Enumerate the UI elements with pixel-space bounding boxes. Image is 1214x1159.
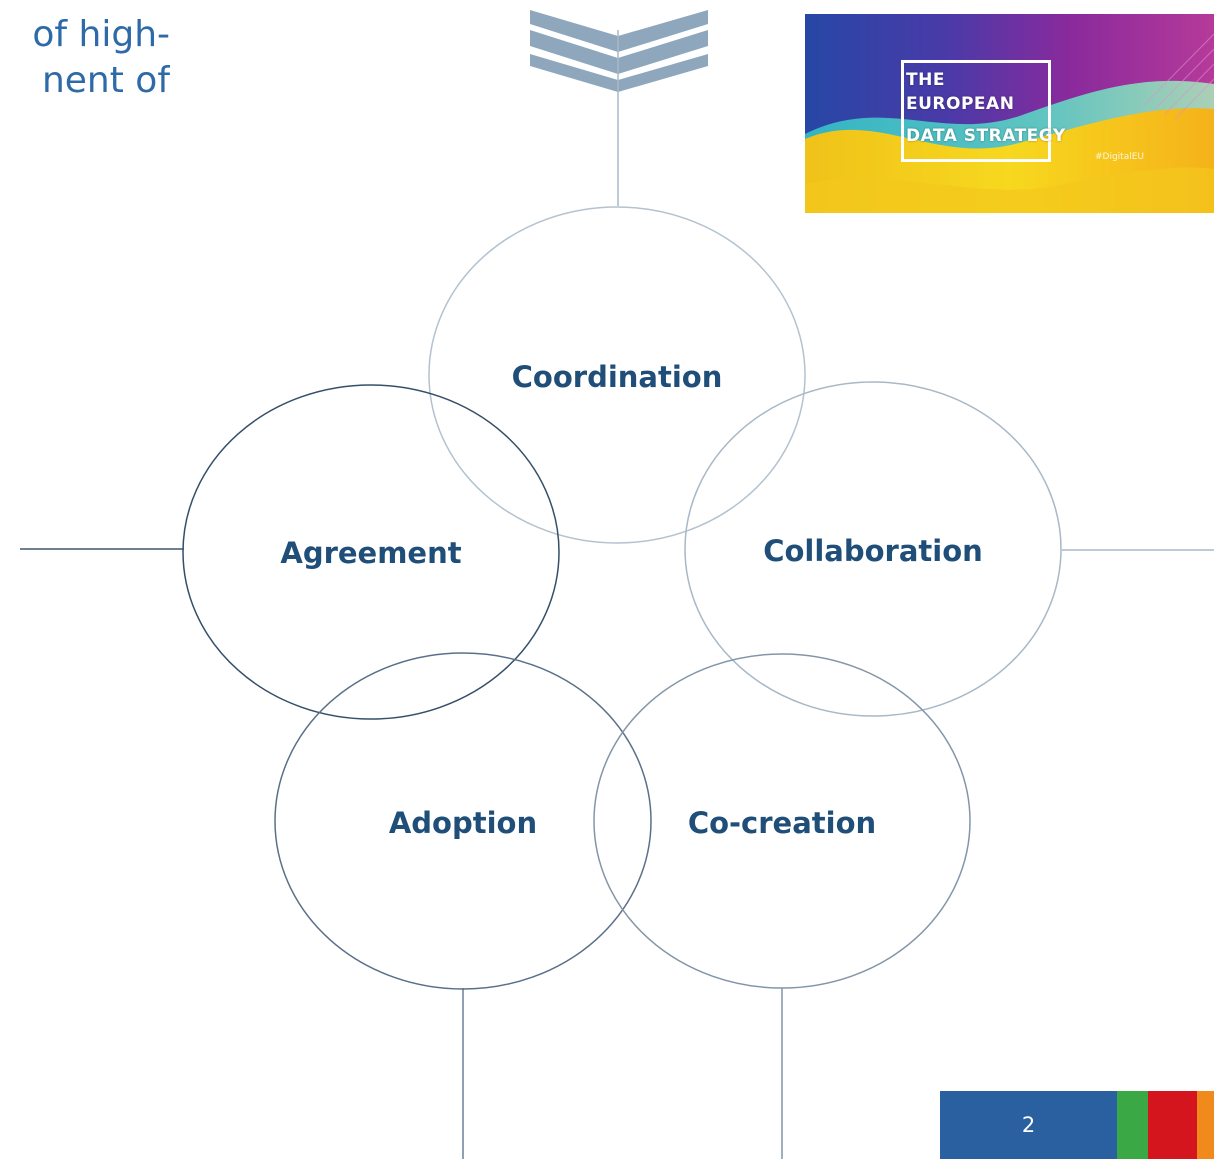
title-line-2: nent of	[41, 60, 170, 101]
footer-stripe-orange	[1197, 1091, 1214, 1159]
title-fragment: of high- nent of	[0, 12, 170, 104]
footer-stripe-green	[1117, 1091, 1148, 1159]
chevron-down-icon	[530, 10, 708, 92]
circle-cocreation	[593, 653, 971, 989]
label-cocreation: Co-creation	[688, 806, 876, 840]
logo-hashtag: #DigitalEU	[1095, 152, 1145, 162]
label-adoption: Adoption	[389, 806, 537, 840]
title-line-1: of high-	[32, 14, 170, 55]
circle-coordination	[428, 206, 806, 544]
european-data-strategy-logo: THE EUROPEAN DATA STRATEGY #DigitalEU	[805, 14, 1214, 213]
label-collaboration: Collaboration	[763, 534, 983, 568]
circle-agreement	[182, 384, 560, 720]
footer-bar: 2	[940, 1091, 1214, 1159]
page-number: 2	[940, 1091, 1117, 1159]
logo-text-line-1: THE	[906, 70, 945, 90]
circle-adoption	[274, 652, 652, 990]
label-coordination: Coordination	[512, 360, 723, 394]
circle-collaboration	[684, 381, 1062, 717]
footer-stripe-red	[1148, 1091, 1197, 1159]
label-agreement: Agreement	[280, 536, 461, 570]
logo-frame	[901, 60, 1051, 162]
logo-text-line-3: DATA STRATEGY	[906, 126, 1066, 146]
logo-text-line-2: EUROPEAN	[906, 94, 1015, 114]
